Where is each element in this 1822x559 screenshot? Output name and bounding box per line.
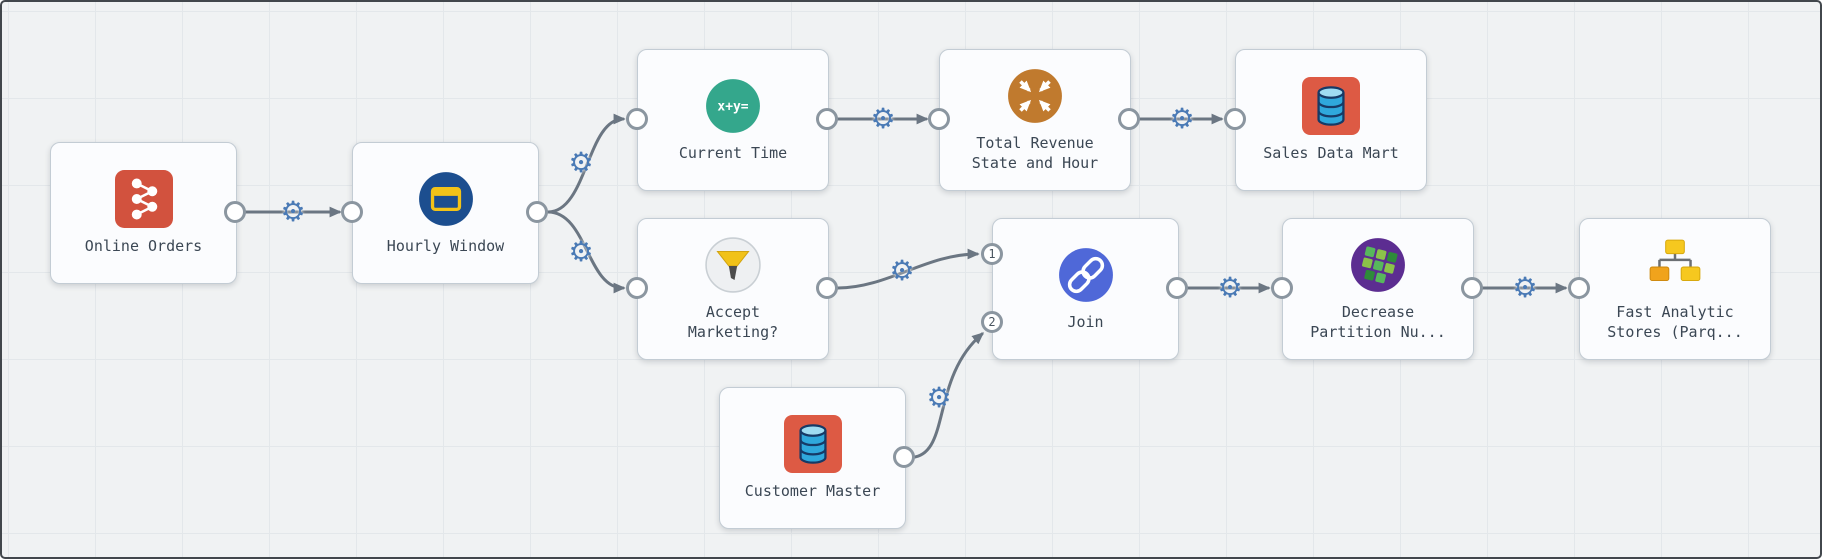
gear-icon[interactable]: ⚙ <box>280 195 306 228</box>
sitemap-icon <box>1646 236 1704 294</box>
node-total-revenue-state-and-hour[interactable]: Total Revenue State and Hour <box>939 49 1131 191</box>
gear-icon[interactable]: ⚙ <box>926 381 952 414</box>
database-icon <box>783 414 842 473</box>
repartition-icon <box>1349 236 1407 294</box>
node-label: Current Time <box>678 143 788 162</box>
edge-customer-master-to-join-2[interactable] <box>913 332 985 459</box>
port-fast-analytic-in[interactable] <box>1568 277 1590 299</box>
node-label: Online Orders <box>84 236 203 255</box>
port-customer-master-out[interactable] <box>893 446 915 468</box>
port-total-revenue-out[interactable] <box>1118 108 1140 130</box>
expression-icon-text: x+y= <box>717 99 748 114</box>
kafka-origin-icon <box>114 169 173 228</box>
edge-accept-marketing-to-join-1[interactable] <box>836 248 980 290</box>
port-hourly-window-in[interactable] <box>341 201 363 223</box>
gear-icon[interactable]: ⚙ <box>568 235 594 268</box>
node-sales-data-mart[interactable]: Sales Data Mart <box>1235 49 1427 191</box>
node-label: Accept Marketing? <box>687 303 779 341</box>
port-join-out[interactable] <box>1166 277 1188 299</box>
port-current-time-in[interactable] <box>626 108 648 130</box>
join-icon <box>1057 246 1115 304</box>
port-join-in-2[interactable]: 2 <box>981 311 1003 333</box>
aggregate-icon <box>1006 67 1064 125</box>
edge-hourly-window-to-current-time[interactable] <box>546 113 626 214</box>
port-accept-marketing-in[interactable] <box>626 277 648 299</box>
edge-hourly-window-to-accept-marketing[interactable] <box>546 210 626 294</box>
node-decrease-partition-number[interactable]: Decrease Partition Nu... <box>1282 218 1474 360</box>
node-current-time[interactable]: x+y= Current Time <box>637 49 829 191</box>
gear-icon[interactable]: ⚙ <box>1169 102 1195 135</box>
node-fast-analytic-stores[interactable]: Fast Analytic Stores (Parq... <box>1579 218 1771 360</box>
port-online-orders-out[interactable] <box>224 201 246 223</box>
node-label: Hourly Window <box>386 236 505 255</box>
node-label: Fast Analytic Stores (Parq... <box>1607 303 1743 341</box>
port-current-time-out[interactable] <box>816 108 838 130</box>
port-total-revenue-in[interactable] <box>928 108 950 130</box>
node-customer-master[interactable]: Customer Master <box>719 387 906 529</box>
node-online-orders[interactable]: Online Orders <box>50 142 237 284</box>
port-decrease-partition-out[interactable] <box>1461 277 1483 299</box>
gear-icon[interactable]: ⚙ <box>870 102 896 135</box>
node-hourly-window[interactable]: Hourly Window <box>352 142 539 284</box>
gear-icon[interactable]: ⚙ <box>1217 271 1243 304</box>
node-label: Customer Master <box>744 481 881 500</box>
node-label: Total Revenue State and Hour <box>971 134 1099 172</box>
node-label: Sales Data Mart <box>1263 143 1399 162</box>
port-join-in-1[interactable]: 1 <box>981 243 1003 265</box>
database-icon <box>1302 76 1360 135</box>
port-accept-marketing-out[interactable] <box>816 277 838 299</box>
node-label: Decrease Partition Nu... <box>1310 303 1446 341</box>
port-hourly-window-out[interactable] <box>526 201 548 223</box>
filter-icon <box>704 236 762 294</box>
gear-icon[interactable]: ⚙ <box>1512 271 1538 304</box>
expression-icon: x+y= <box>704 77 762 135</box>
port-sales-data-mart-in[interactable] <box>1224 108 1246 130</box>
window-icon <box>417 170 475 228</box>
node-join[interactable]: Join <box>992 218 1179 360</box>
port-decrease-partition-in[interactable] <box>1271 277 1293 299</box>
node-label: Join <box>1067 312 1104 331</box>
gear-icon[interactable]: ⚙ <box>889 254 915 287</box>
node-accept-marketing[interactable]: Accept Marketing? <box>637 218 829 360</box>
gear-icon[interactable]: ⚙ <box>568 146 594 179</box>
